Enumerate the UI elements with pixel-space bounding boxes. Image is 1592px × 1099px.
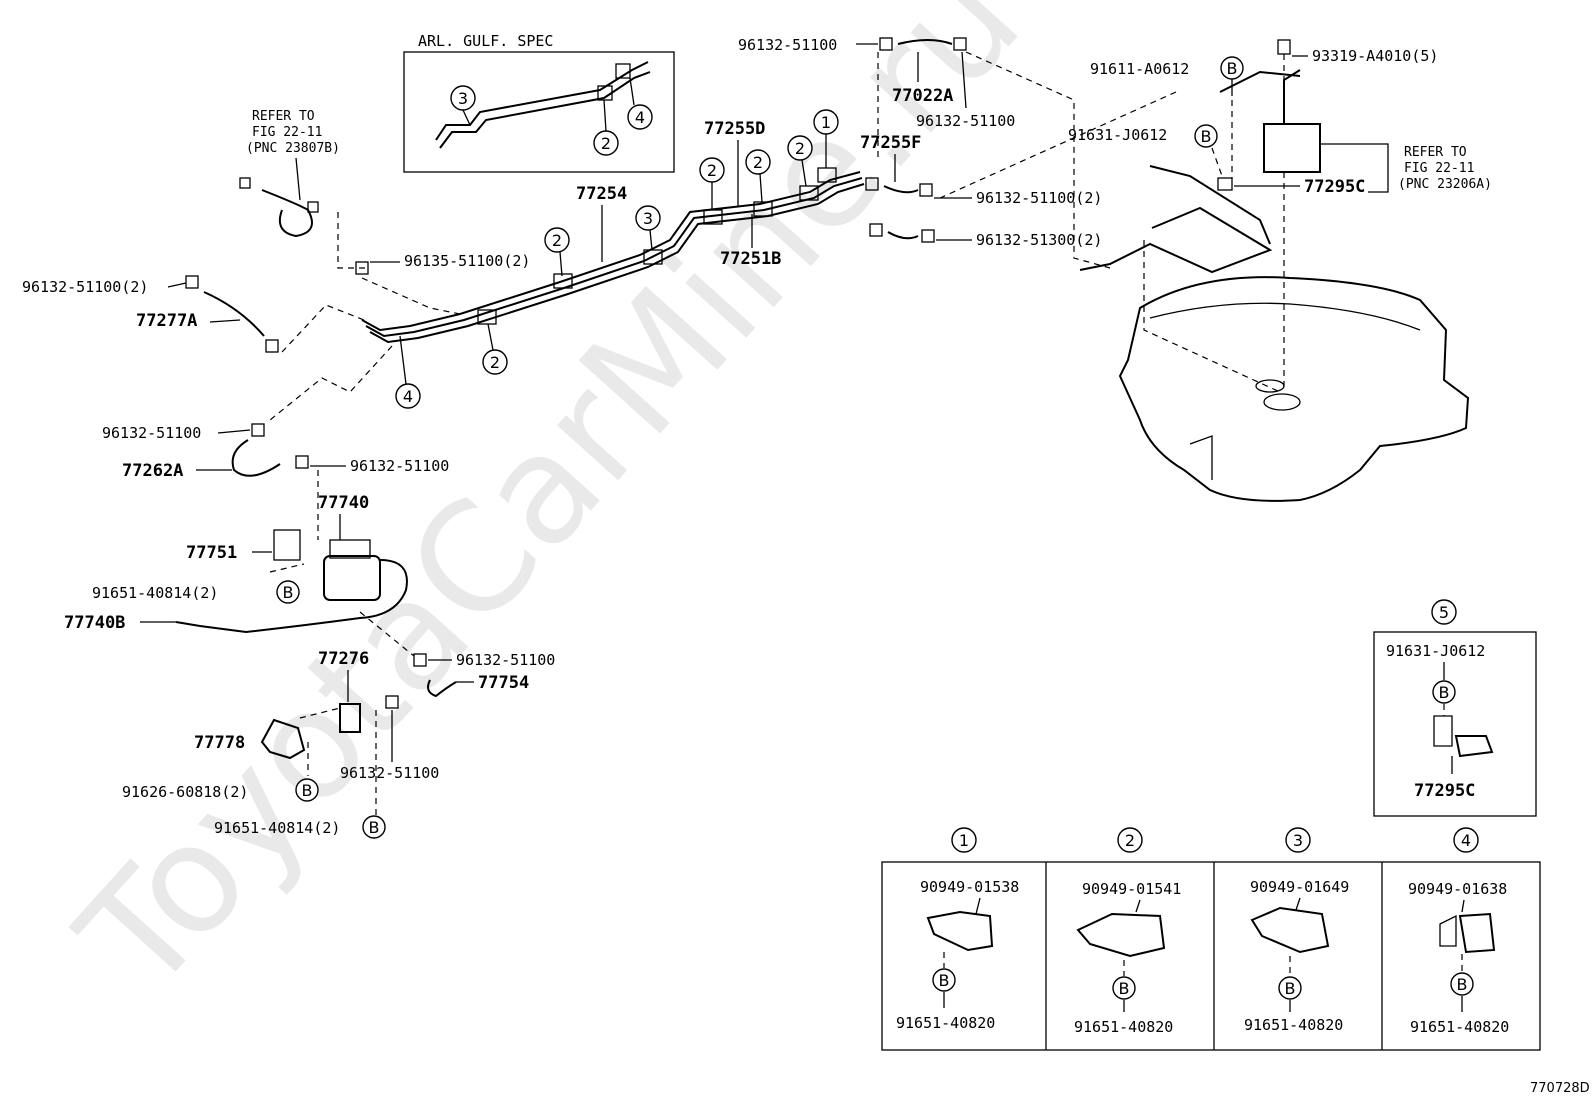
fuel-tank — [1118, 276, 1470, 502]
detail-4-top-label: 90949-01638 — [1408, 880, 1507, 898]
svg-text:B: B — [1201, 127, 1212, 146]
svg-text:B: B — [302, 781, 313, 800]
detail-1: 1 90949-01538 B 91651-40820 — [896, 827, 1019, 1032]
hose-77754 — [427, 679, 457, 698]
hose-77277A — [203, 291, 265, 337]
svg-text:3: 3 — [458, 89, 468, 108]
svg-text:B: B — [1285, 979, 1296, 998]
label-96132-51100-2a: 96132-51100(2) — [976, 189, 1102, 207]
label-77262A: 77262A — [122, 461, 183, 481]
svg-text:2: 2 — [1125, 831, 1135, 850]
svg-text:1: 1 — [821, 113, 831, 132]
svg-text:3: 3 — [643, 209, 653, 228]
svg-text:B: B — [939, 971, 950, 990]
label-96132-51100-mid2: 96132-51100 — [350, 457, 449, 475]
label-96132-51100-top-right: 96132-51100 — [916, 112, 1015, 130]
svg-text:2: 2 — [552, 231, 562, 250]
detail-2-top-label: 90949-01541 — [1082, 880, 1181, 898]
detail-5-bottom-label: 77295C — [1414, 781, 1475, 801]
refer-right-line2: FIG 22-11 — [1404, 161, 1474, 176]
label-96132-51100-2-left: 96132-51100(2) — [22, 278, 148, 296]
label-77255F: 77255F — [860, 133, 921, 153]
svg-text:4: 4 — [403, 387, 413, 406]
refer-left-line3: (PNC 23807B) — [246, 141, 340, 156]
label-77778: 77778 — [194, 733, 245, 753]
svg-text:B: B — [1457, 975, 1468, 994]
svg-text:2: 2 — [490, 353, 500, 372]
label-77254: 77254 — [576, 184, 627, 204]
detail-1-top-label: 90949-01538 — [920, 878, 1019, 896]
refer-left-line2: FIG 22-11 — [252, 125, 322, 140]
label-77295C: 77295C — [1304, 177, 1365, 197]
label-91611-A0612: 91611-A0612 — [1090, 60, 1189, 78]
detail-5-number: 5 — [1439, 603, 1449, 622]
label-96132-51300: 96132-51300(2) — [976, 231, 1102, 249]
svg-text:4: 4 — [1461, 831, 1471, 850]
label-96132-51100-mid: 96132-51100 — [102, 424, 201, 442]
svg-text:B: B — [1227, 59, 1238, 78]
detail-4-bottom-label: 91651-40820 — [1410, 1018, 1509, 1036]
detail-2: 2 90949-01541 B 91651-40820 — [1074, 827, 1181, 1036]
vsv-77276 — [339, 703, 361, 733]
detail-3-top-label: 90949-01649 — [1250, 878, 1349, 896]
fuel-pump-bracket — [1263, 123, 1321, 173]
bracket-77751 — [273, 529, 301, 561]
label-77255D: 77255D — [704, 119, 765, 139]
figure-id: 770728D — [1530, 1081, 1590, 1096]
detail-3: 3 90949-01649 B 90949-01649 91651-40820 — [1244, 827, 1349, 1034]
label-77251B: 77251B — [720, 249, 781, 269]
label-77277A: 77277A — [136, 311, 197, 331]
detail-4: 4 90949-01638 B 91651-40820 — [1408, 827, 1509, 1036]
svg-text:91651-40820: 91651-40820 — [1244, 1016, 1343, 1034]
label-77740: 77740 — [318, 493, 369, 513]
detail-5: 5 91631-J0612 B 77295C — [1373, 599, 1537, 817]
label-77751: 77751 — [186, 543, 237, 563]
label-96135-51100: 96135-51100(2) — [404, 252, 530, 270]
inset-gulf-spec: ARL. GULF. SPEC 3 4 2 — [403, 32, 675, 173]
vent-hose — [261, 189, 313, 238]
label-96132-51100-low: 96132-51100 — [456, 651, 555, 669]
label-91626-60818: 91626-60818(2) — [122, 783, 248, 801]
label-91631-J0612: 91631-J0612 — [1068, 126, 1167, 144]
label-91651-40814-2: 91651-40814(2) — [92, 584, 218, 602]
svg-text:3: 3 — [1293, 831, 1303, 850]
detail-5-top-label: 91631-J0612 — [1386, 642, 1485, 660]
svg-text:2: 2 — [707, 161, 717, 180]
svg-text:B: B — [1439, 683, 1450, 702]
label-77740B: 77740B — [64, 613, 125, 633]
detail-1-bottom-label: 91651-40820 — [896, 1014, 995, 1032]
detail-2-bottom-label: 91651-40820 — [1074, 1018, 1173, 1036]
svg-text:2: 2 — [601, 134, 611, 153]
refer-right-line1: REFER TO — [1404, 145, 1467, 160]
refer-left-line1: REFER TO — [252, 109, 315, 124]
refer-right-line3: (PNC 23206A) — [1398, 177, 1492, 192]
charcoal-canister — [175, 539, 408, 634]
label-93319-A4010: 93319-A4010(5) — [1312, 47, 1438, 65]
svg-text:B: B — [369, 818, 380, 837]
hose-77022A — [897, 39, 953, 45]
svg-text:B: B — [283, 583, 294, 602]
inset-title: ARL. GULF. SPEC — [418, 32, 553, 50]
detail-table: 1 90949-01538 B 91651-40820 2 90949-0154… — [881, 827, 1541, 1051]
svg-text:B: B — [1119, 979, 1130, 998]
bracket-77778 — [260, 718, 306, 760]
fuel-tube-assembly — [361, 167, 865, 344]
svg-text:2: 2 — [753, 153, 763, 172]
watermark: ToyotaCarMine.ru — [47, 0, 1054, 1025]
label-77022A: 77022A — [892, 86, 953, 106]
svg-text:2: 2 — [795, 139, 805, 158]
label-77754: 77754 — [478, 673, 529, 693]
svg-text:1: 1 — [959, 831, 969, 850]
label-96132-51100-top-left: 96132-51100 — [738, 36, 837, 54]
main-callouts: 2 3 2 2 2 1 2 4 — [395, 109, 839, 409]
svg-text:4: 4 — [635, 108, 645, 127]
label-91651-40814-3: 91651-40814(2) — [214, 819, 340, 837]
label-96132-51100-low2: 96132-51100 — [340, 764, 439, 782]
label-77276: 77276 — [318, 649, 369, 669]
hose-77262A — [231, 439, 281, 477]
bolt-93319 — [1277, 39, 1291, 55]
tank-tube — [1079, 206, 1273, 274]
